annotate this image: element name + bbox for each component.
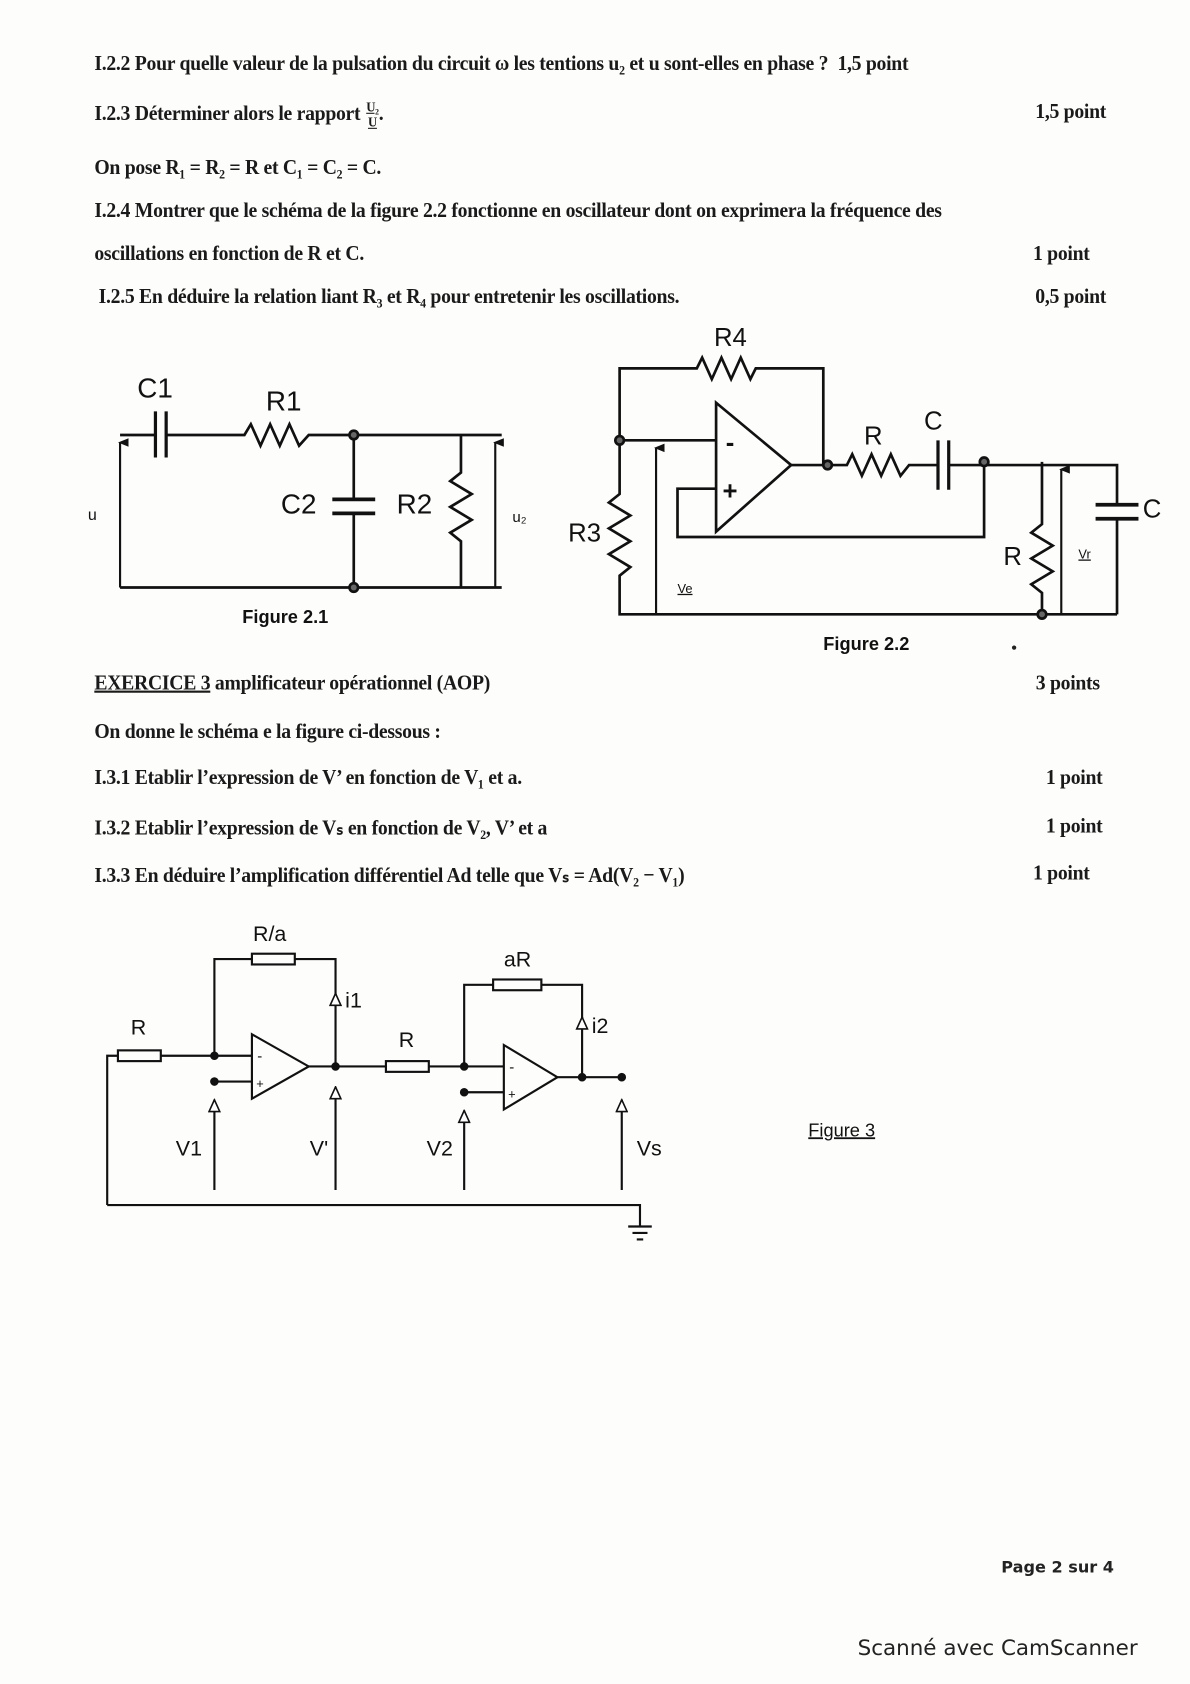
figure-2-2-caption: Figure 2.2	[823, 633, 909, 654]
label-i1: i1	[345, 988, 362, 1012]
points-1-2-5: 0,5 point	[1035, 284, 1107, 309]
label-r-right: R	[1003, 543, 1022, 571]
opamp1-plus: +	[256, 1076, 264, 1091]
opamp1-minus: -	[257, 1048, 262, 1065]
figure-3	[106, 952, 652, 1241]
figure-2-1	[117, 411, 504, 594]
question-1-3-1: I.3.1 Etablir l’expression de V’ en fonc…	[94, 765, 522, 790]
points-1-3-2: 1 point	[1045, 814, 1103, 838]
points-1-3-1: 1 point	[1045, 765, 1103, 790]
hypothesis-line: On pose R₁ = R₂ = R et C₁ = C₂ = C.	[94, 155, 382, 180]
points-1-3-3: 1 point	[1032, 861, 1090, 885]
figure-2-1-caption: Figure 2.1	[242, 606, 328, 627]
label-u2: u₂	[512, 509, 526, 526]
camscanner-footer: Scanné avec CamScanner	[857, 1634, 1138, 1661]
label-r-middle: R	[399, 1028, 414, 1052]
question-1-2-5: I.2.5 En déduire la relation liant R₃ et…	[98, 284, 680, 309]
question-1-2-4-cont: oscillations en fonction de R et C.	[94, 241, 364, 266]
label-c2: C2	[281, 488, 317, 519]
question-1-2-4: I.2.4 Montrer que le schéma de la figure…	[94, 198, 942, 223]
opamp-plus: +	[723, 477, 738, 505]
label-r-over-a: R/a	[253, 922, 286, 946]
opamp2-plus: +	[508, 1087, 516, 1102]
label-c-right: C	[1143, 496, 1162, 524]
label-vr: Vr	[1078, 546, 1091, 561]
label-c1: C1	[137, 372, 173, 403]
label-c: C	[924, 408, 943, 436]
page-number: Page 2 sur 4	[1001, 1557, 1114, 1577]
label-u: u	[88, 506, 97, 524]
label-r4: R4	[714, 324, 747, 352]
question-1-3-2: I.3.2 Etablir l’expression de Vₛ en fonc…	[94, 816, 548, 840]
label-r2: R2	[397, 488, 433, 519]
question-1-2-2: I.2.2 Pour quelle valeur de la pulsation…	[94, 51, 909, 76]
label-ve: Ve	[678, 581, 693, 596]
points-1-2-3: 1,5 point	[1035, 99, 1107, 124]
label-vs: Vs	[637, 1137, 662, 1161]
figure-3-caption: Figure 3	[808, 1119, 875, 1140]
exercise-3-heading: EXERCICE 3 amplificateur opérationnel (A…	[94, 671, 490, 695]
question-1-3-3: I.3.3 En déduire l’amplification différe…	[94, 863, 685, 888]
label-ar: aR	[504, 948, 531, 972]
points-1-2-4: 1 point	[1032, 241, 1090, 266]
opamp2-minus: -	[509, 1059, 514, 1076]
exercise-3-points: 3 points	[1035, 671, 1100, 695]
label-vprime: V'	[310, 1137, 328, 1161]
label-r-input: R	[131, 1015, 146, 1039]
label-v2: V2	[427, 1137, 453, 1161]
exercise-3-intro: On donne le schéma e la figure ci-dessou…	[94, 719, 441, 744]
figure-2-2	[606, 354, 1139, 620]
label-r: R	[864, 423, 883, 451]
label-r3: R3	[568, 519, 601, 547]
label-r1: R1	[266, 385, 302, 416]
label-v1: V1	[176, 1137, 202, 1161]
label-i2: i2	[592, 1014, 609, 1038]
opamp-minus: -	[726, 429, 735, 457]
